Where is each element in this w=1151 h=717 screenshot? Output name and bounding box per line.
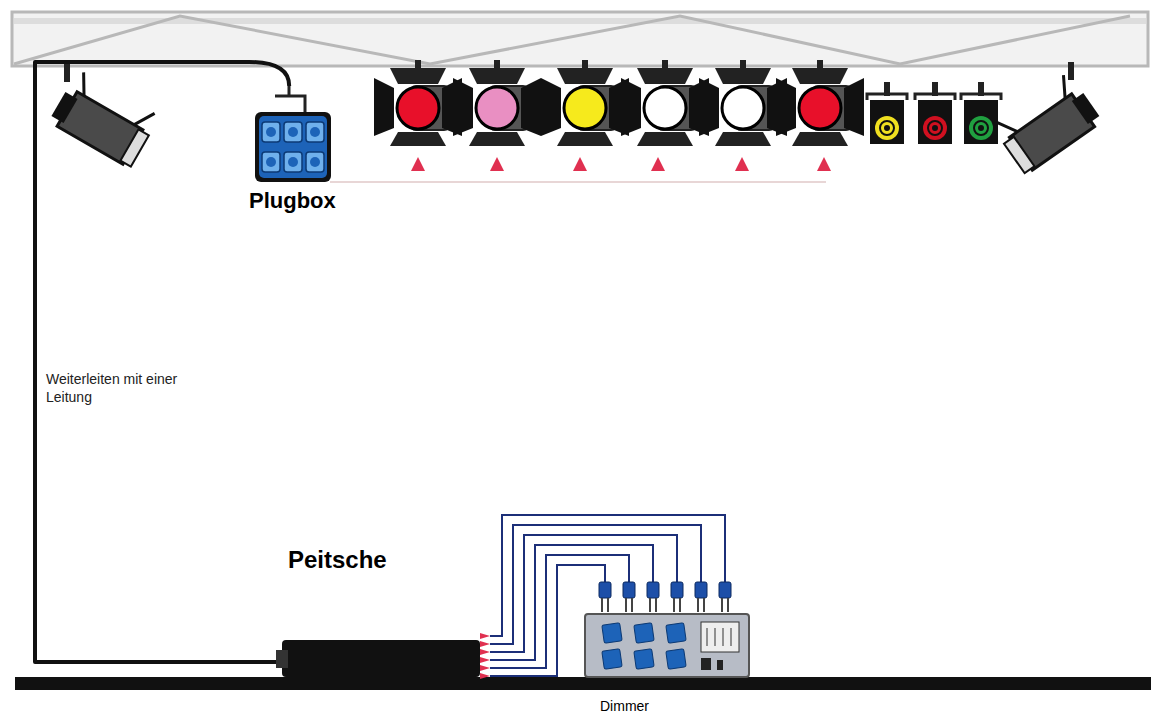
dimmer-pack: Dimmer (583, 612, 753, 717)
cable-note: Weiterleiten mit einer Leitung (44, 369, 188, 407)
node-label: Dimmer (600, 698, 649, 714)
plugbox: Plugbox (245, 86, 375, 218)
cable-connector (35, 62, 289, 662)
node-label: Plugbox (249, 188, 336, 214)
node-label: Peitsche (288, 546, 387, 574)
multicore-cable: Peitsche (278, 540, 490, 680)
